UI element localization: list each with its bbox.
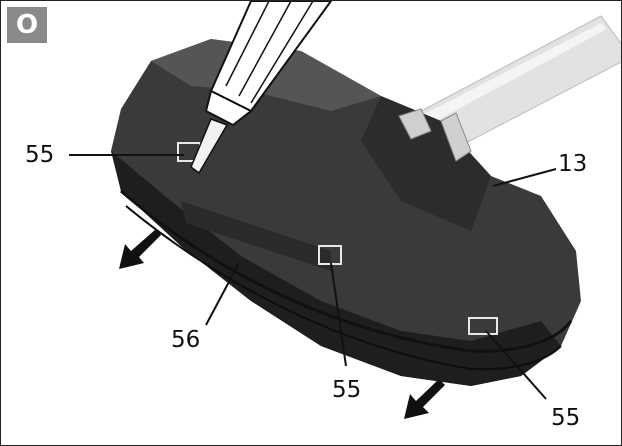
guard-body <box>111 39 581 386</box>
callout-56: 56 <box>171 327 201 353</box>
callout-55-right: 55 <box>551 405 581 431</box>
latch-right <box>468 317 498 335</box>
arrow-bottom <box>404 379 445 419</box>
figure-badge: O <box>7 7 47 43</box>
blade-strip <box>181 201 331 271</box>
screwdriver <box>190 1 333 175</box>
callout-55-mid: 55 <box>332 377 362 403</box>
guard-rim <box>120 189 573 371</box>
arrow-left <box>119 229 161 269</box>
leader-55-mid <box>330 262 347 367</box>
callout-13: 13 <box>558 151 588 177</box>
leader-55-right <box>485 330 547 400</box>
callout-55-left: 55 <box>25 142 55 168</box>
leader-13 <box>492 168 557 187</box>
latch-mid <box>318 245 342 265</box>
leader-56 <box>205 262 240 326</box>
